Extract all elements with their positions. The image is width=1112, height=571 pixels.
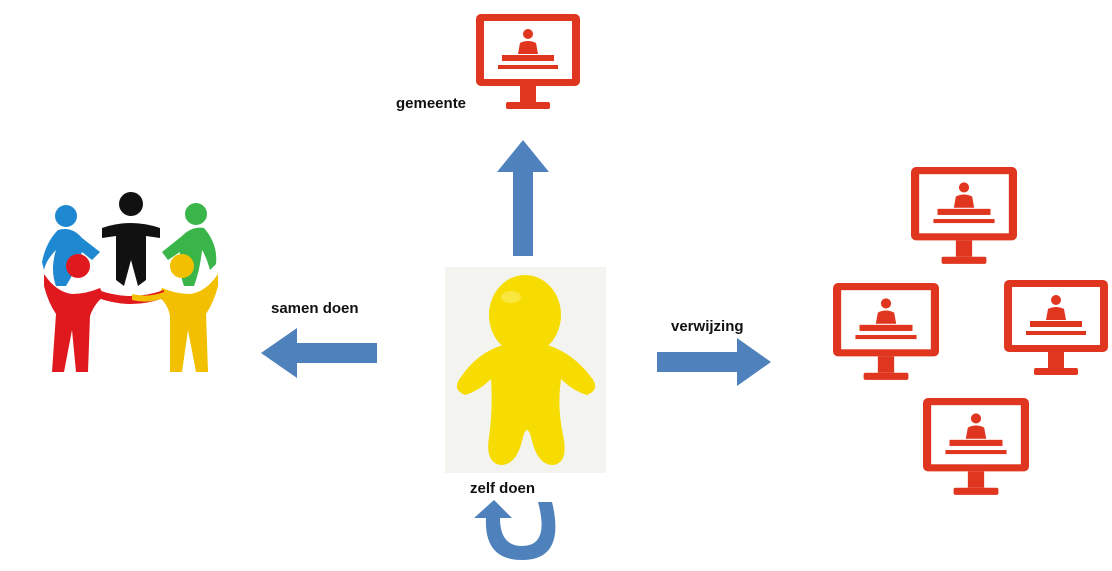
gemeente-label: gemeente (396, 95, 467, 112)
arrow-left-icon (261, 328, 377, 378)
referral-monitor-icon (833, 283, 939, 380)
zelf-doen-label: zelf doen (470, 480, 536, 497)
samen-doen-label: samen doen (271, 300, 359, 317)
circular-arrow-icon (474, 500, 556, 560)
verwijzing-label: verwijzing (671, 318, 744, 335)
arrow-up-icon (497, 140, 549, 256)
referral-monitor-icon (923, 398, 1029, 495)
referral-monitor-icon (1004, 280, 1108, 375)
gemeente-monitor-icon (476, 14, 580, 109)
referral-monitor-icon (911, 167, 1017, 264)
arrow-right-icon (657, 338, 771, 386)
group-people-circle-icon (42, 192, 218, 372)
person-figure-icon (456, 275, 596, 465)
